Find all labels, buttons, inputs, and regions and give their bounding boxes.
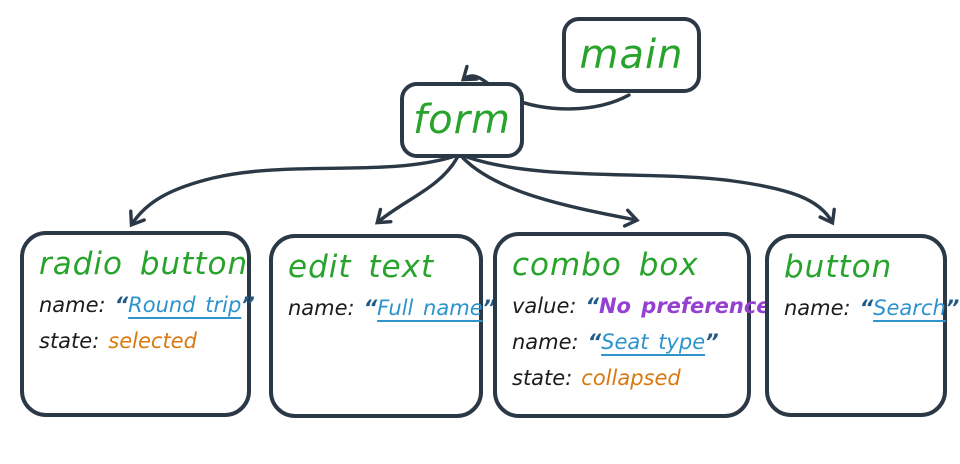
property-value: collapsed (581, 366, 681, 391)
arrow-form-to-combo-box (461, 156, 640, 228)
property-row-name: name: “Full name” (288, 295, 496, 322)
node-main: main (562, 17, 701, 93)
property-row-name: name: “Round trip” (39, 292, 255, 319)
property-row-name: name: “Seat type” (512, 329, 734, 356)
property-row-value: value: “No preference” (512, 293, 784, 320)
node-combo-box-title: combo box (512, 247, 699, 283)
property-value: selected (108, 328, 197, 353)
node-button-title: button (784, 249, 893, 285)
node-radio-button-title: radio button (39, 246, 249, 282)
property-row-name: name: “Search” (784, 295, 959, 322)
property-key: state: (512, 366, 573, 391)
property-value: “Seat type” (587, 329, 719, 354)
arrow-form-to-radio-button (129, 155, 454, 228)
node-edit-text-title: edit text (288, 249, 435, 285)
property-key: value: (512, 293, 577, 318)
arrow-form-to-button (465, 155, 836, 226)
property-value: “Search” (859, 295, 960, 320)
node-edit-text: edit text name: “Full name” (269, 234, 496, 418)
property-value: “Full name” (363, 295, 497, 320)
node-form: form (400, 82, 524, 158)
property-value: “Round trip” (114, 292, 255, 317)
property-key: state: (39, 328, 100, 353)
property-key: name: (39, 292, 106, 317)
property-row-state: state: collapsed (512, 365, 734, 392)
property-key: name: (784, 295, 851, 320)
property-key: name: (288, 295, 355, 320)
property-row-state: state: selected (39, 328, 234, 355)
property-value: “No preference” (585, 293, 784, 318)
property-key: name: (512, 329, 579, 354)
node-form-label: form (413, 97, 511, 143)
node-radio-button: radio button name: “Round trip” state: s… (20, 231, 255, 417)
node-button: button name: “Search” (765, 234, 959, 417)
node-main-label: main (579, 32, 684, 78)
node-combo-box: combo box value: “No preference” name: “… (493, 232, 784, 418)
arrow-form-to-edit-text (375, 156, 459, 225)
